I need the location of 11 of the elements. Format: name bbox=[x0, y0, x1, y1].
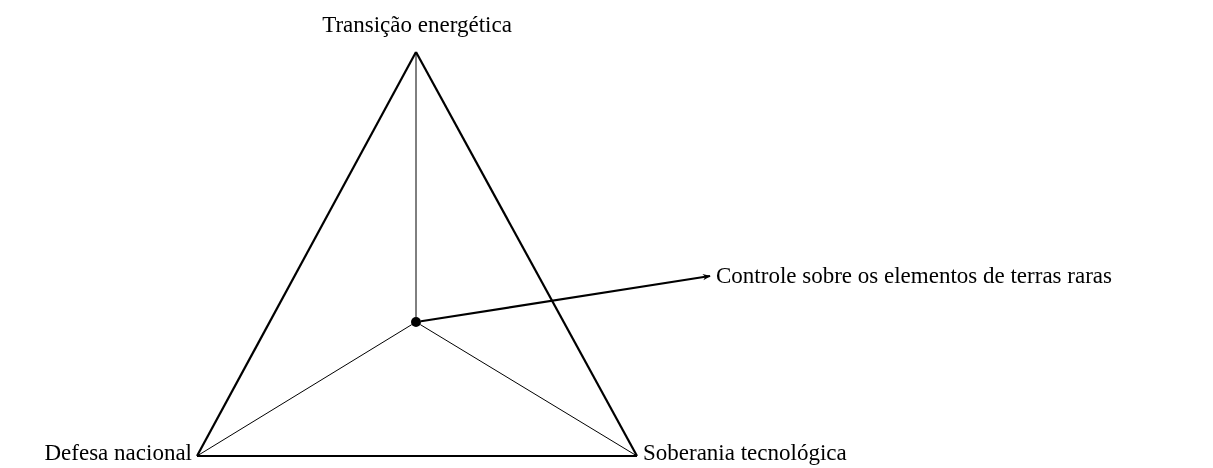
vertex-label: Soberania tecnológica bbox=[643, 438, 913, 468]
vertex-label: Transição energética bbox=[290, 10, 544, 46]
connector-line bbox=[196, 51, 417, 457]
connector-line bbox=[419, 324, 638, 457]
connector-line bbox=[196, 324, 413, 457]
connector-line bbox=[415, 51, 638, 457]
vertex-label: Controle sobre os elementos de terras raras bbox=[716, 261, 1206, 293]
connector-line bbox=[197, 454, 637, 458]
vertex-label: Defesa nacional bbox=[0, 438, 192, 468]
arrow bbox=[420, 273, 711, 323]
connector-line bbox=[415, 51, 417, 318]
